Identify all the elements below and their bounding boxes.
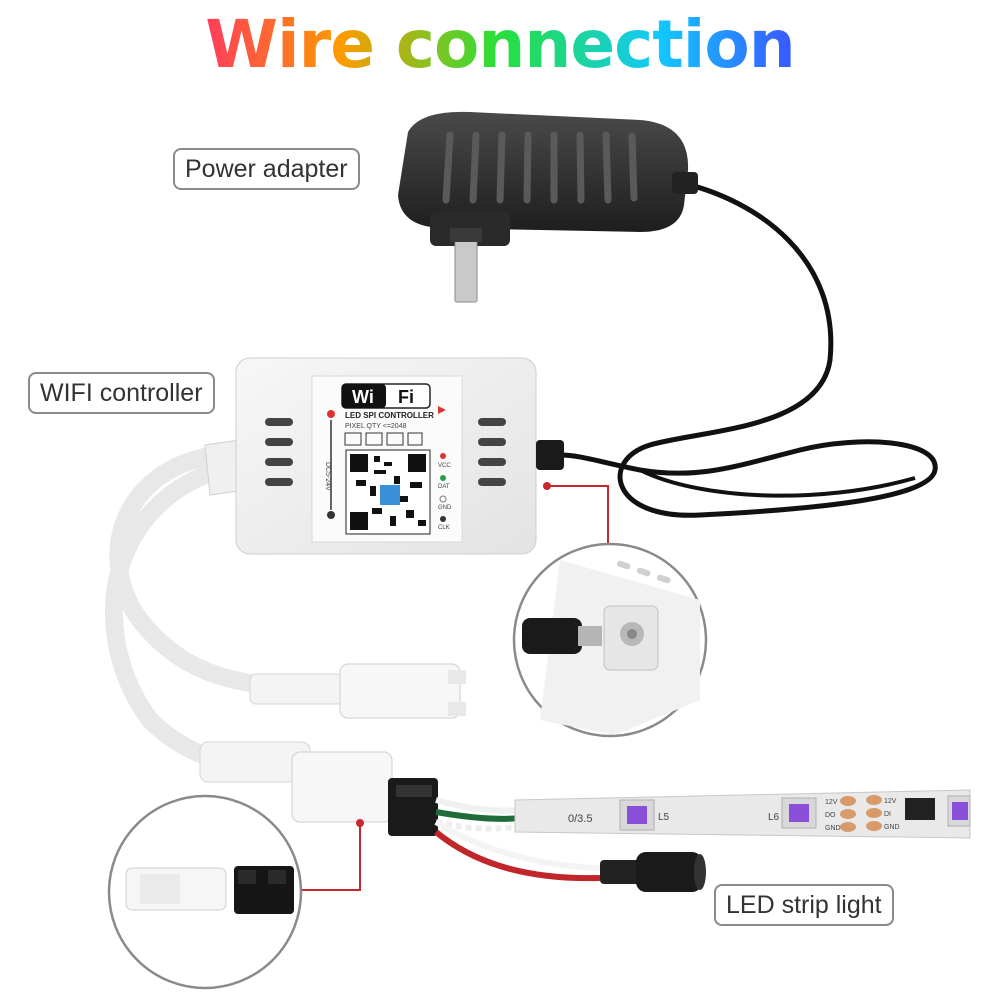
strip-pad-1: 12V	[825, 799, 838, 806]
pin-gnd: GND	[438, 505, 452, 511]
led-strip-label: LED strip light	[714, 884, 894, 926]
strip-l6: L6	[768, 812, 780, 823]
controller-pixel-qty: PIXEL QTY <=2048	[345, 423, 407, 430]
connector-callout	[107, 794, 364, 990]
controller-voltage: DC5-24V	[324, 462, 331, 491]
strip-pad-3: GND	[825, 825, 841, 832]
power-cable	[557, 179, 938, 518]
connector-upper	[249, 663, 466, 719]
power-adapter	[398, 111, 698, 303]
strip-pad-right-3: GND	[884, 824, 900, 831]
page-title: Wire connection	[0, 6, 1000, 83]
power-adapter-label: Power adapter	[173, 148, 360, 190]
connector-lower	[199, 741, 601, 882]
strip-pad-right-1: 12V	[884, 798, 897, 805]
wifi-controller: Wi Fi LED SPI CONTROLLER PIXEL QTY <=204…	[235, 357, 564, 555]
controller-name: LED SPI CONTROLLER	[345, 411, 434, 420]
wifi-controller-label: WIFI controller	[28, 372, 215, 414]
strip-l5: L5	[658, 812, 670, 823]
dc-jack	[600, 852, 706, 892]
wifi-badge-wi: Wi	[352, 387, 374, 407]
strip-pad-right-2: DI	[884, 811, 891, 818]
pin-clk: CLK	[438, 525, 450, 531]
strip-pad-2: DO	[825, 812, 836, 819]
strip-marking: 0/3.5	[568, 813, 592, 825]
pin-vcc: VCC	[438, 463, 451, 469]
dc-jack-callout	[512, 482, 708, 738]
led-strip: 0/3.5 L5 L6 12V DO GND 12V DI GND	[514, 789, 971, 839]
wifi-badge-fi: Fi	[398, 387, 414, 407]
pin-dat: DAT	[438, 484, 450, 490]
